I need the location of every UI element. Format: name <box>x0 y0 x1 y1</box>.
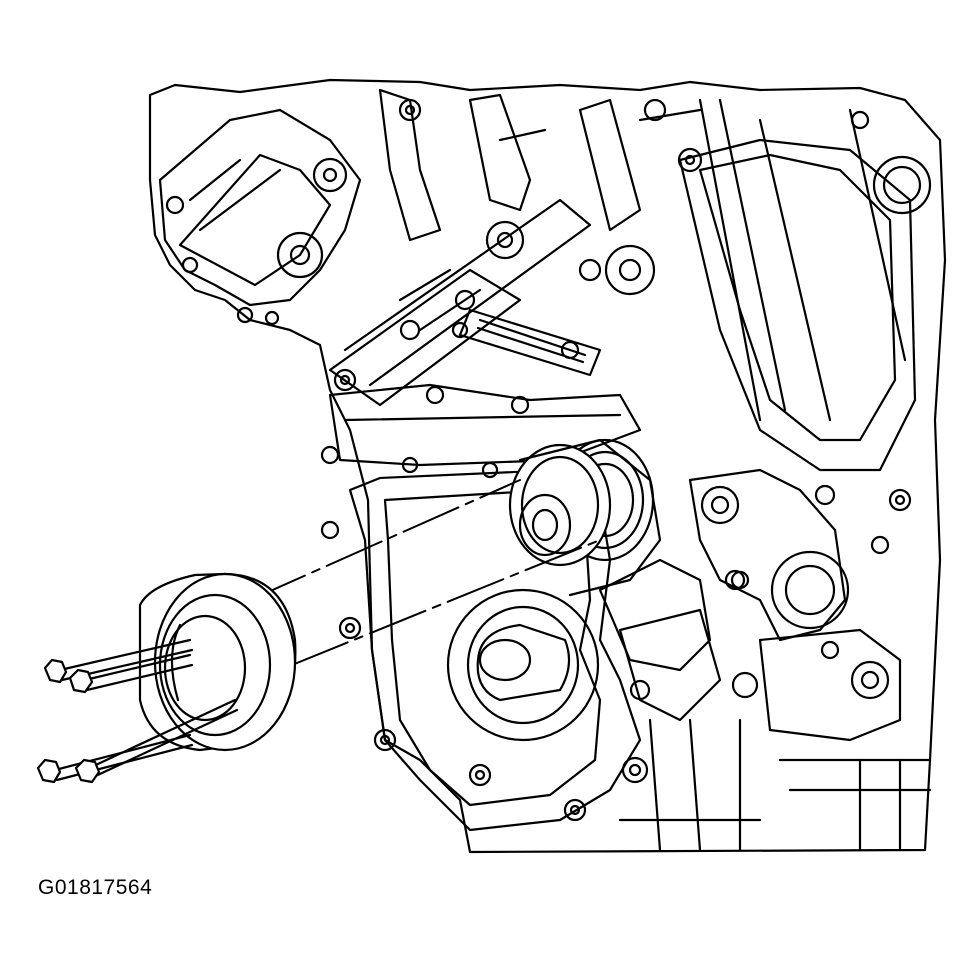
engine-block <box>148 78 947 854</box>
figure-code: G01817564 <box>38 876 153 899</box>
balancer-bolts <box>36 638 239 784</box>
crankshaft-balancer <box>138 438 662 752</box>
alignment-lines <box>249 479 601 666</box>
